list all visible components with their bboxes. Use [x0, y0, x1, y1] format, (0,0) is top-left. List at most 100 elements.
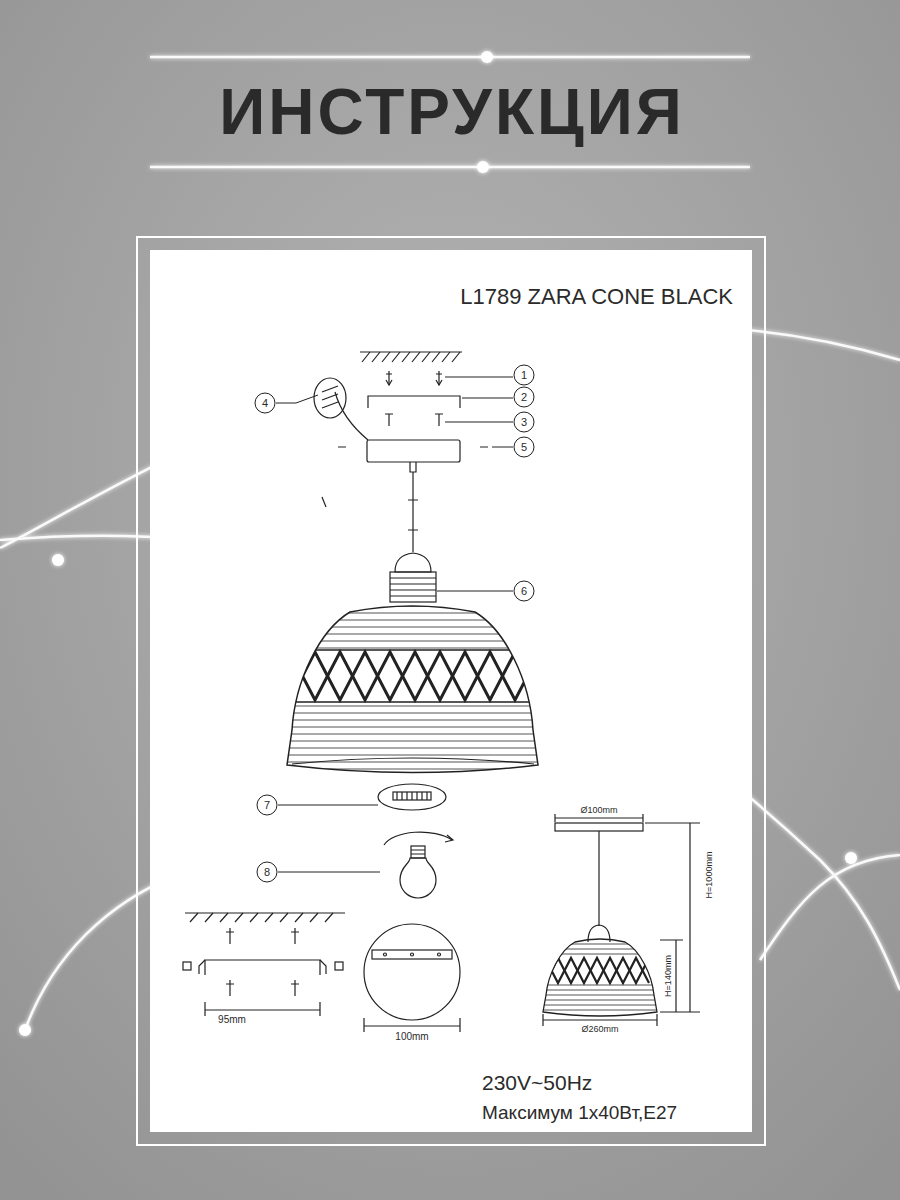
drawing-part — [364, 1018, 460, 1032]
dimension: H=140mm — [664, 955, 673, 997]
dimension-drawing — [543, 814, 700, 1026]
drawing-part — [362, 352, 460, 362]
drawing-part — [514, 387, 534, 407]
drawing-part — [384, 953, 387, 956]
drawing-part — [290, 652, 540, 700]
model-name: L1789 ZARA CONE BLACK — [460, 286, 733, 308]
spec-text: Максимум 1x40Вт,E27 — [482, 1103, 677, 1122]
dimension: 100mm — [395, 1032, 428, 1042]
drawing-part — [514, 365, 534, 385]
callout-number: 2 — [521, 392, 527, 403]
drawing-part — [477, 161, 489, 173]
drawing-part — [19, 1024, 31, 1036]
drawing-part — [445, 835, 453, 842]
drawing-part — [226, 928, 299, 944]
drawing-part — [338, 446, 488, 447]
drawing-part — [445, 377, 513, 378]
drawing-part — [183, 962, 191, 970]
callout-number: 6 — [521, 586, 527, 597]
drawing-part — [205, 960, 320, 975]
drawing-part — [290, 652, 540, 700]
drawing-part — [314, 378, 346, 418]
drawing-part — [540, 944, 660, 1010]
drawing-part — [372, 950, 452, 959]
dimension: H=1000mm — [705, 852, 714, 899]
drawing-part — [278, 805, 378, 806]
drawing-part — [543, 939, 657, 1016]
callout-leaders — [255, 365, 534, 882]
drawing-part — [287, 606, 538, 773]
drawing-part — [390, 578, 436, 596]
drawing-part — [555, 823, 643, 831]
drawing-part — [514, 437, 534, 457]
drawing-part — [52, 554, 64, 566]
drawing-part — [360, 351, 462, 352]
small-shade — [540, 939, 660, 1016]
drawing-part — [205, 1002, 320, 1016]
drawing-part — [845, 852, 857, 864]
drawing-part — [386, 371, 442, 385]
drawing-part — [555, 814, 643, 822]
drawing-part — [257, 862, 277, 882]
drawing-part — [514, 412, 534, 432]
dimension: Ø100mm — [580, 806, 617, 815]
callout-number: 5 — [521, 442, 527, 453]
callout-number: 1 — [521, 370, 527, 381]
drawing-part — [438, 953, 441, 956]
drawing-part — [411, 850, 425, 854]
callout-number: 4 — [262, 398, 268, 409]
drawing-part — [335, 392, 368, 440]
drawing-part — [276, 395, 318, 403]
drawing-part — [292, 758, 534, 764]
callout-number: 7 — [264, 800, 270, 811]
drawing-part — [397, 792, 427, 800]
drawing-part — [393, 792, 431, 800]
card-frame — [137, 237, 765, 1145]
drawing-part — [390, 572, 436, 602]
drawing-part — [540, 944, 660, 1010]
drawing-part — [760, 855, 900, 960]
drawing-part — [226, 980, 299, 996]
drawing-part — [367, 440, 460, 462]
drawing-part — [411, 846, 425, 858]
drawing-part — [378, 784, 446, 810]
drawing-part — [386, 380, 442, 385]
drawing-part — [514, 581, 534, 601]
drawing-part — [322, 497, 326, 507]
drawing-part — [322, 386, 338, 408]
drawing-part — [384, 832, 452, 845]
drawing-part — [481, 51, 493, 63]
dimension: Ø260mm — [581, 1025, 618, 1034]
drawing-part — [408, 500, 418, 530]
drawing-part — [150, 56, 750, 59]
drawing-part — [257, 795, 277, 815]
drawing-part — [385, 414, 443, 426]
page-title: ИНСТРУКЦИЯ — [219, 80, 684, 144]
drawing-part — [280, 606, 550, 769]
drawing-part — [335, 962, 343, 970]
drawing-part — [255, 393, 275, 413]
lamp-drawing — [314, 352, 488, 602]
ring-and-bulb — [378, 784, 453, 898]
drawing-part — [280, 606, 550, 769]
drawing-part — [437, 591, 513, 592]
dimension: 95mm — [218, 1015, 246, 1025]
drawing-part — [185, 912, 345, 913]
drawing-part — [199, 960, 326, 974]
drawing-part — [598, 831, 599, 926]
callout-number: 8 — [264, 867, 270, 878]
drawing-part — [411, 953, 414, 956]
callout-number: 3 — [521, 417, 527, 428]
card — [150, 250, 752, 1132]
bracket-detail — [183, 913, 460, 1032]
drawing-part — [410, 462, 416, 552]
drawing-part — [150, 166, 750, 169]
drawing-part — [645, 823, 700, 1012]
drawing-part — [190, 913, 333, 922]
drawing-part — [400, 858, 436, 898]
drawing-part — [395, 553, 431, 572]
drawing-part — [545, 958, 649, 983]
